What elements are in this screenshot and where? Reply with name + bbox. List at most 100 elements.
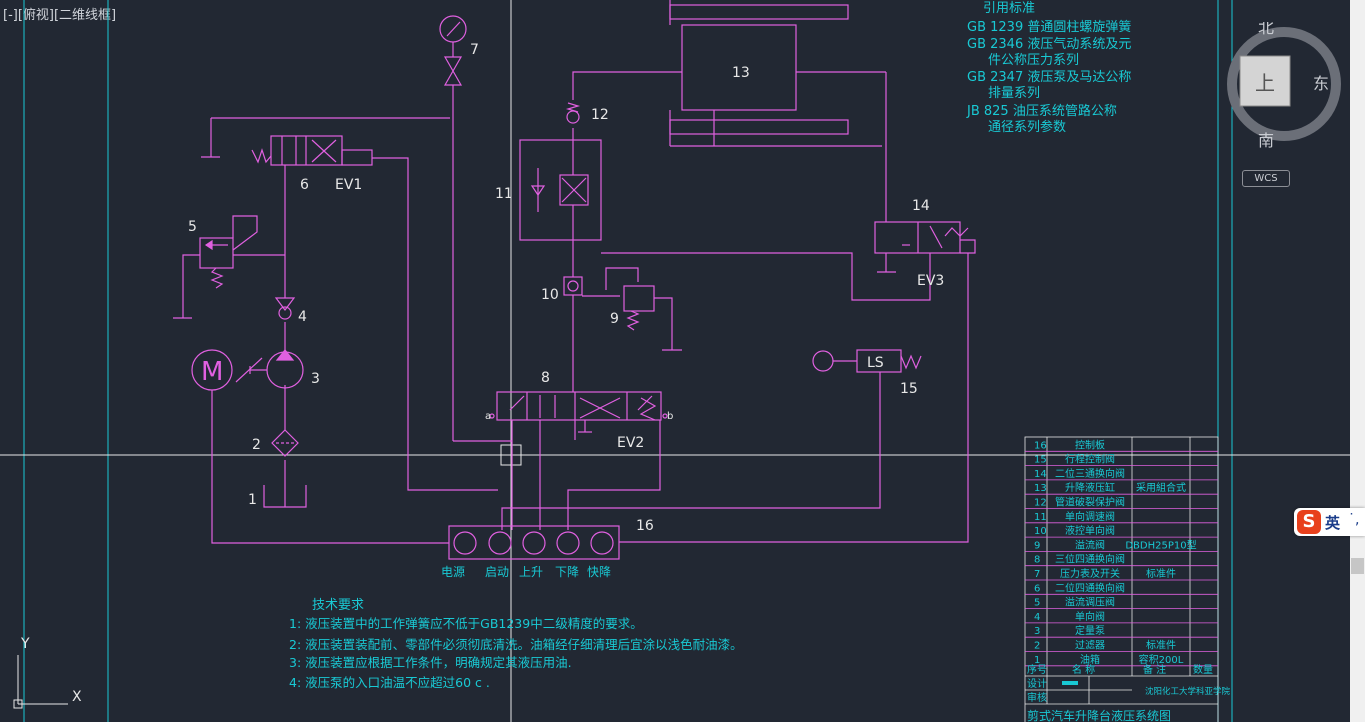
label-15: 15 (900, 381, 918, 397)
bom-header-note: 备 注 (1143, 663, 1166, 676)
label-ev2: EV2 (617, 435, 644, 451)
bom-cell: 11 (1034, 512, 1047, 523)
bom-cell: 2 (1034, 641, 1040, 652)
bom-design: 设计 (1027, 677, 1047, 690)
label-1: 1 (248, 492, 257, 508)
control-button-labels: 电源 启动 上升 下降 快降 (441, 565, 611, 579)
standard-line: GB 2347 液压泵及马达公称 (967, 70, 1131, 85)
bom-cell: 行程控制阀 (1065, 453, 1115, 466)
label-2: 2 (252, 437, 261, 453)
viewport-label[interactable]: [-][俯视][二维线框] (3, 8, 117, 23)
bom-review: 审核 (1027, 691, 1047, 704)
bom-cell: 5 (1034, 598, 1040, 609)
bom-cell: 8 (1034, 555, 1040, 566)
compass-north[interactable]: 北 (1258, 22, 1274, 37)
scrollbar-thumb[interactable] (1351, 558, 1364, 574)
label-10: 10 (541, 287, 559, 303)
standards-title: 引用标准 (983, 1, 1035, 16)
bom-cell: 标准件 (1146, 568, 1176, 580)
ime-punctuation-icon[interactable]: ˙, (1348, 512, 1360, 528)
check-valve-4 (274, 297, 296, 311)
ime-toolbar[interactable]: S 英 ˙, (1294, 508, 1365, 536)
bom-cell: 7 (1034, 569, 1040, 580)
ucs-y-label: Y (20, 636, 30, 652)
standards-block: 引用标准 GB 1239 普通圆柱螺旋弹簧 GB 2346 液压气动系统及元 件… (966, 1, 1131, 135)
compass-south[interactable]: 南 (1258, 131, 1274, 150)
button-power: 电源 (441, 565, 465, 579)
viewcube[interactable]: 上 北 南 东 西 (1218, 22, 1350, 154)
bom-cell: 单向调速阀 (1065, 510, 1115, 523)
requirement-item: 4: 液压泵的入口油温不应超过60 c . (289, 675, 490, 690)
standard-line: 件公称压力系列 (988, 53, 1079, 68)
standard-line: GB 2346 液压气动系统及元 (967, 36, 1131, 52)
bom-cell: 升降液压缸 (1065, 481, 1115, 494)
viewcube-ring[interactable] (1227, 27, 1341, 141)
requirement-item: 3: 液压装置应根据工作条件，明确规定其液压用油. (289, 655, 572, 670)
label-12: 12 (591, 107, 609, 123)
vertical-scrollbar[interactable] (1350, 0, 1365, 722)
compass-east[interactable]: 东 (1313, 74, 1329, 93)
sogou-logo-icon[interactable]: S (1297, 510, 1321, 534)
label-13: 13 (732, 65, 750, 81)
bom-cell: 12 (1034, 498, 1047, 509)
button-start: 启动 (485, 565, 509, 579)
wcs-menu-button[interactable]: WCS (1242, 170, 1290, 187)
motor-symbol: M (201, 357, 223, 387)
button-down: 下降 (555, 565, 579, 579)
gauge-switch (443, 56, 463, 86)
bom-cell: 容积200L (1139, 653, 1184, 666)
ucs-x-label: X (72, 689, 82, 705)
requirement-item: 2: 液压装置装配前、零部件必须彻底清洗。油箱经仔细清理后宜涂以浅色耐油漆。 (289, 637, 743, 652)
button-fast: 快降 (587, 565, 611, 579)
bom-cell: 9 (1034, 540, 1040, 551)
control-board-16 (448, 525, 620, 560)
ime-language-toggle[interactable]: 英 (1325, 514, 1341, 532)
technical-requirements: 技术要求 1: 液压装置中的工作弹簧应不低于GB1239中二级精度的要求。 2:… (289, 598, 743, 690)
bom-cell: 定量泵 (1075, 624, 1105, 637)
viewcube-face[interactable] (1239, 55, 1291, 107)
bom-cell: 过滤器 (1075, 639, 1105, 652)
label-11: 11 (495, 186, 513, 202)
bom-cell: 控制板 (1075, 438, 1105, 451)
roller (812, 350, 834, 372)
standard-line: GB 1239 普通圆柱螺旋弹簧 (967, 19, 1131, 35)
bom-cell: 二位四通换向阀 (1055, 581, 1125, 594)
component-labels: 1 2 3 4 5 6 7 8 9 10 11 12 13 14 15 16 E… (188, 42, 944, 534)
label-7: 7 (470, 42, 479, 58)
bom-cell: 油箱 (1080, 653, 1100, 666)
bom-header-name: 名 称 (1072, 663, 1095, 676)
bom-cell: DBDH25P10型 (1125, 538, 1196, 551)
relief-valve-9 (623, 285, 655, 312)
ucs-icon (13, 655, 68, 709)
standard-line: 通径系列参数 (988, 119, 1066, 135)
pilot-check-valve-10 (563, 276, 583, 296)
bom-cell: 液控单向阀 (1065, 524, 1115, 537)
bom-cell: 3 (1034, 626, 1040, 637)
standard-line: 排量系列 (988, 86, 1040, 101)
bom-cell: 6 (1034, 583, 1040, 594)
viewcube-top-label[interactable]: 上 (1255, 71, 1275, 95)
bom-cell: 1 (1034, 655, 1040, 666)
label-ls: LS (867, 355, 884, 371)
bom-header-no: 序号 (1027, 663, 1047, 676)
drawing-title: 剪式汽车升降台液压系统图 (1027, 708, 1171, 722)
bom-cell: 16 (1034, 440, 1047, 451)
bom-cell: 13 (1034, 483, 1047, 494)
bom-cell: 10 (1034, 526, 1047, 537)
bom-cell: 单向阀 (1075, 610, 1105, 623)
bom-cell: 4 (1034, 612, 1040, 623)
limit-switch-15 (856, 349, 902, 373)
bom-cell: 三位四通换向阀 (1055, 553, 1125, 566)
bom-cell: 标准件 (1146, 640, 1176, 652)
bom-cell: 二位三通换向阀 (1055, 467, 1125, 480)
label-14: 14 (912, 198, 930, 214)
button-up: 上升 (519, 565, 543, 579)
requirements-title: 技术要求 (312, 598, 364, 613)
label-9: 9 (610, 311, 619, 327)
label-4: 4 (298, 309, 307, 325)
requirement-item: 1: 液压装置中的工作弹簧应不低于GB1239中二级精度的要求。 (289, 616, 643, 631)
bom-cell: 15 (1034, 455, 1047, 466)
